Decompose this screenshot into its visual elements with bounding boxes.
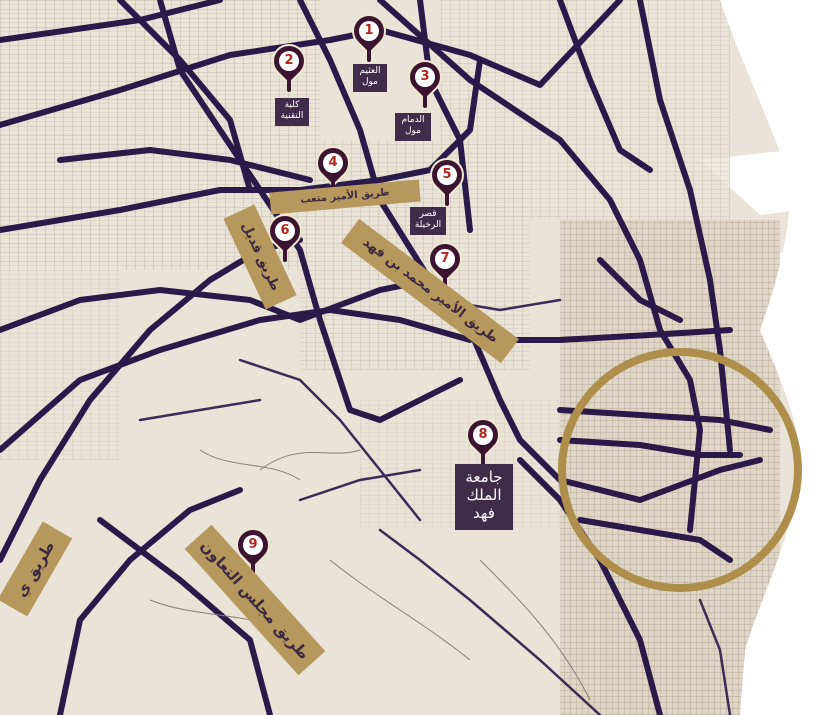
highlight-ring xyxy=(558,348,802,592)
map-pin-icon[interactable]: 2 xyxy=(264,36,314,94)
pin-number-7: 7 xyxy=(435,249,455,269)
map-pin-icon[interactable]: 1 xyxy=(344,6,394,64)
pin-number-9: 9 xyxy=(243,535,263,555)
sea xyxy=(720,0,813,715)
place-label-3: الدمام مول xyxy=(395,113,431,141)
major-roads xyxy=(0,0,773,715)
place-label-5: قصر الرخيلة xyxy=(410,207,446,235)
map-pin-icon[interactable]: 9 xyxy=(228,520,278,578)
pin-number-5: 5 xyxy=(437,165,457,185)
pin-number-8: 8 xyxy=(473,425,493,445)
map-pin-icon[interactable]: 5 xyxy=(422,150,472,208)
map-pin-icon[interactable]: 6 xyxy=(260,206,310,264)
place-label-2: كلية التقنية xyxy=(275,98,309,126)
pin-number-2: 2 xyxy=(279,51,299,71)
pin-number-3: 3 xyxy=(415,67,435,87)
map-pin-icon[interactable]: 7 xyxy=(420,234,470,292)
map-pin-icon[interactable]: 8 xyxy=(458,410,508,468)
pin-number-6: 6 xyxy=(275,221,295,241)
pin-number-4: 4 xyxy=(323,153,343,173)
place-label-1: العثيم مول xyxy=(353,64,387,92)
map-pin-icon[interactable]: 3 xyxy=(400,52,450,110)
urban-texture xyxy=(0,0,320,270)
urban-texture xyxy=(0,260,120,460)
pin-number-1: 1 xyxy=(359,21,379,41)
place-label-8: جامعة الملك فهد xyxy=(455,464,513,530)
